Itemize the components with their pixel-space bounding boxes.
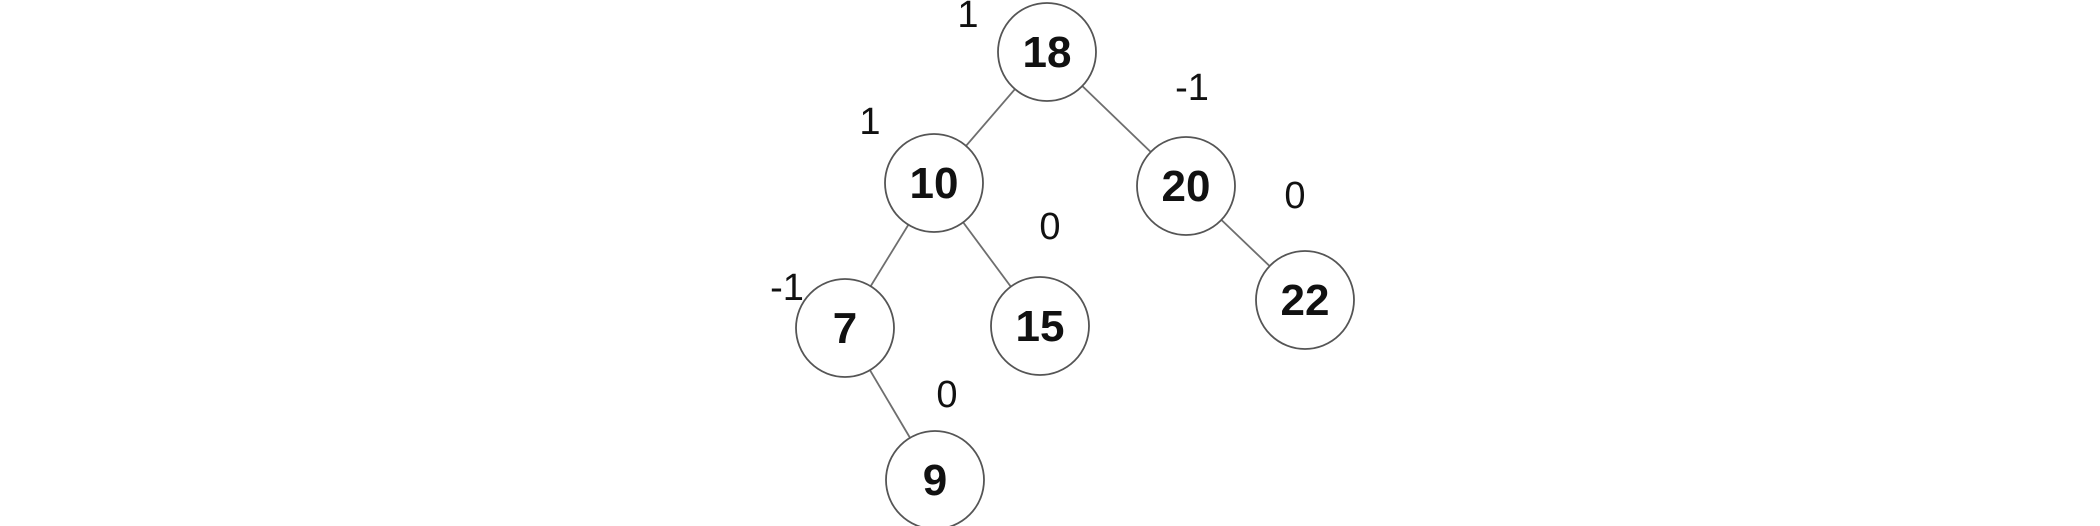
tree-node-7: 7 <box>795 278 895 378</box>
node-value-9: 9 <box>923 456 947 505</box>
balance-factor-15: 0 <box>1039 206 1060 248</box>
node-circle-9 <box>885 430 985 526</box>
balance-factor-7: -1 <box>770 267 804 309</box>
tree-node-18: 18 <box>997 2 1097 102</box>
node-circle-20 <box>1136 136 1236 236</box>
node-value-15: 15 <box>1016 302 1065 351</box>
tree-node-20: 20 <box>1136 136 1236 236</box>
node-value-22: 22 <box>1281 276 1330 325</box>
node-circle-7 <box>795 278 895 378</box>
node-circle-15 <box>990 276 1090 376</box>
node-value-7: 7 <box>833 304 857 353</box>
balance-factor-9: 0 <box>936 374 957 416</box>
balance-factor-10: 1 <box>859 101 880 143</box>
node-circle-18 <box>997 2 1097 102</box>
balance-factor-20: -1 <box>1175 67 1209 109</box>
node-value-20: 20 <box>1162 162 1211 211</box>
tree-node-22: 22 <box>1255 250 1355 350</box>
node-value-10: 10 <box>910 159 959 208</box>
node-circle-10 <box>884 133 984 233</box>
node-circle-22 <box>1255 250 1355 350</box>
tree-node-9: 9 <box>885 430 985 526</box>
balance-factor-22: 0 <box>1284 175 1305 217</box>
balance-factor-18: 1 <box>957 0 978 36</box>
tree-node-15: 15 <box>990 276 1090 376</box>
tree-node-10: 10 <box>884 133 984 233</box>
node-value-18: 18 <box>1023 28 1072 77</box>
